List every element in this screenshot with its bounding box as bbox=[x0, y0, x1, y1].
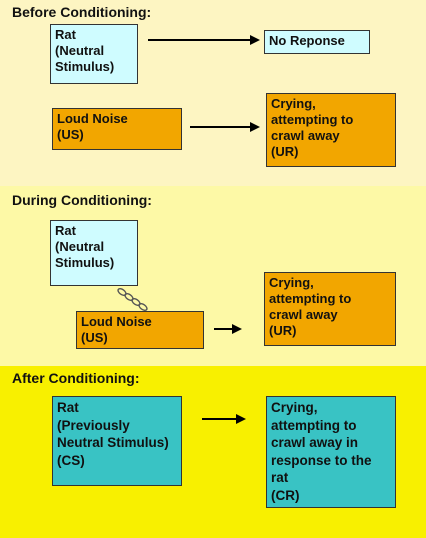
neutral-stimulus-box-during: Rat (Neutral Stimulus) bbox=[50, 220, 138, 286]
conditioned-response-box: Crying, attempting to crawl away in resp… bbox=[266, 396, 396, 508]
conditioned-stimulus-box: Rat (Previously Neutral Stimulus) (CS) bbox=[52, 396, 182, 486]
unconditioned-response-box: Crying, attempting to crawl away (UR) bbox=[266, 93, 396, 167]
after-conditioning-heading: After Conditioning: bbox=[12, 370, 140, 386]
unconditioned-response-box-during: Crying, attempting to crawl away (UR) bbox=[264, 272, 396, 346]
unconditioned-stimulus-box: Loud Noise (US) bbox=[52, 108, 182, 150]
neutral-stimulus-box: Rat (Neutral Stimulus) bbox=[50, 24, 138, 84]
before-conditioning-heading: Before Conditioning: bbox=[12, 4, 152, 20]
no-response-box: No Reponse bbox=[264, 30, 370, 54]
during-conditioning-heading: During Conditioning: bbox=[12, 192, 152, 208]
unconditioned-stimulus-box-during: Loud Noise (US) bbox=[76, 311, 204, 349]
